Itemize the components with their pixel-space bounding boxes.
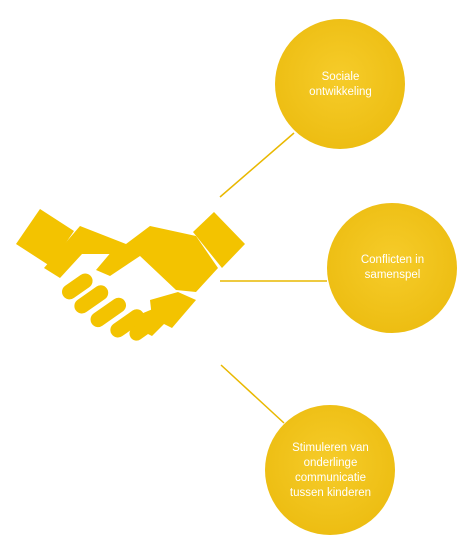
- connector-line-bottom: [220, 364, 285, 424]
- node-circle-1: [275, 19, 405, 149]
- node-label-1: Sociale ontwikkeling: [309, 70, 372, 98]
- node-conflicten-in-samenspel: Conflicten in samenspel: [327, 202, 458, 333]
- node-sociale-ontwikkeling: Sociale ontwikkeling: [275, 19, 406, 150]
- node-label-3: Stimuleren van onderlinge communicatie t…: [289, 441, 372, 499]
- connector-line-top: [219, 132, 295, 198]
- node-circle-2: [327, 203, 457, 333]
- node-stimuleren-communicatie: Stimuleren van onderlinge communicatie t…: [265, 405, 396, 536]
- node-circle-3: [265, 405, 395, 535]
- handshake-icon: [16, 209, 245, 341]
- node-label-2: Conflicten in samenspel: [360, 253, 425, 281]
